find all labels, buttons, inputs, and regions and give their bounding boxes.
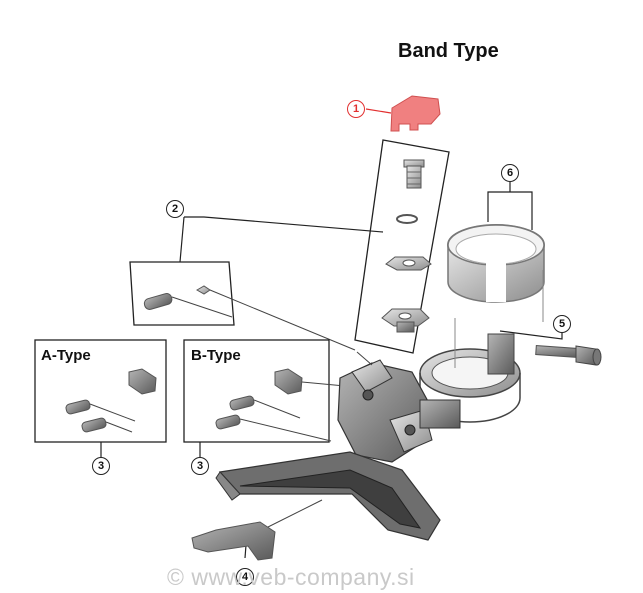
part-5-bolt <box>535 345 602 366</box>
watermark: © www.veb-company.si <box>167 564 415 590</box>
part-4-cage-plate <box>191 521 276 561</box>
b-type-label: B-Type <box>191 347 241 364</box>
pin-leader <box>356 351 373 366</box>
callout-2-leader-branch <box>179 216 185 263</box>
pin-box <box>129 261 356 351</box>
callout-5: 5 <box>553 315 571 333</box>
diagram-title: Band Type <box>398 40 499 62</box>
fastener-box <box>354 139 450 354</box>
front-derailleur-body <box>215 333 521 541</box>
a-type-box <box>34 339 167 443</box>
callout-2-leader <box>184 216 384 233</box>
b-type-box <box>183 339 346 443</box>
callout-2: 2 <box>166 200 184 218</box>
callout-1: 1 <box>347 100 365 118</box>
part-6-band-clamp <box>447 224 545 303</box>
callout-5-leader <box>499 330 563 340</box>
a-type-label: A-Type <box>41 347 91 364</box>
callout-6: 6 <box>501 164 519 182</box>
callout-4: 4 <box>236 568 254 586</box>
callout-3-b-type: 3 <box>191 457 209 475</box>
callout-1-leader <box>365 108 392 114</box>
part-1-cap <box>390 95 441 132</box>
callout-4-leader <box>244 544 247 559</box>
callout-3-a-type: 3 <box>92 457 110 475</box>
